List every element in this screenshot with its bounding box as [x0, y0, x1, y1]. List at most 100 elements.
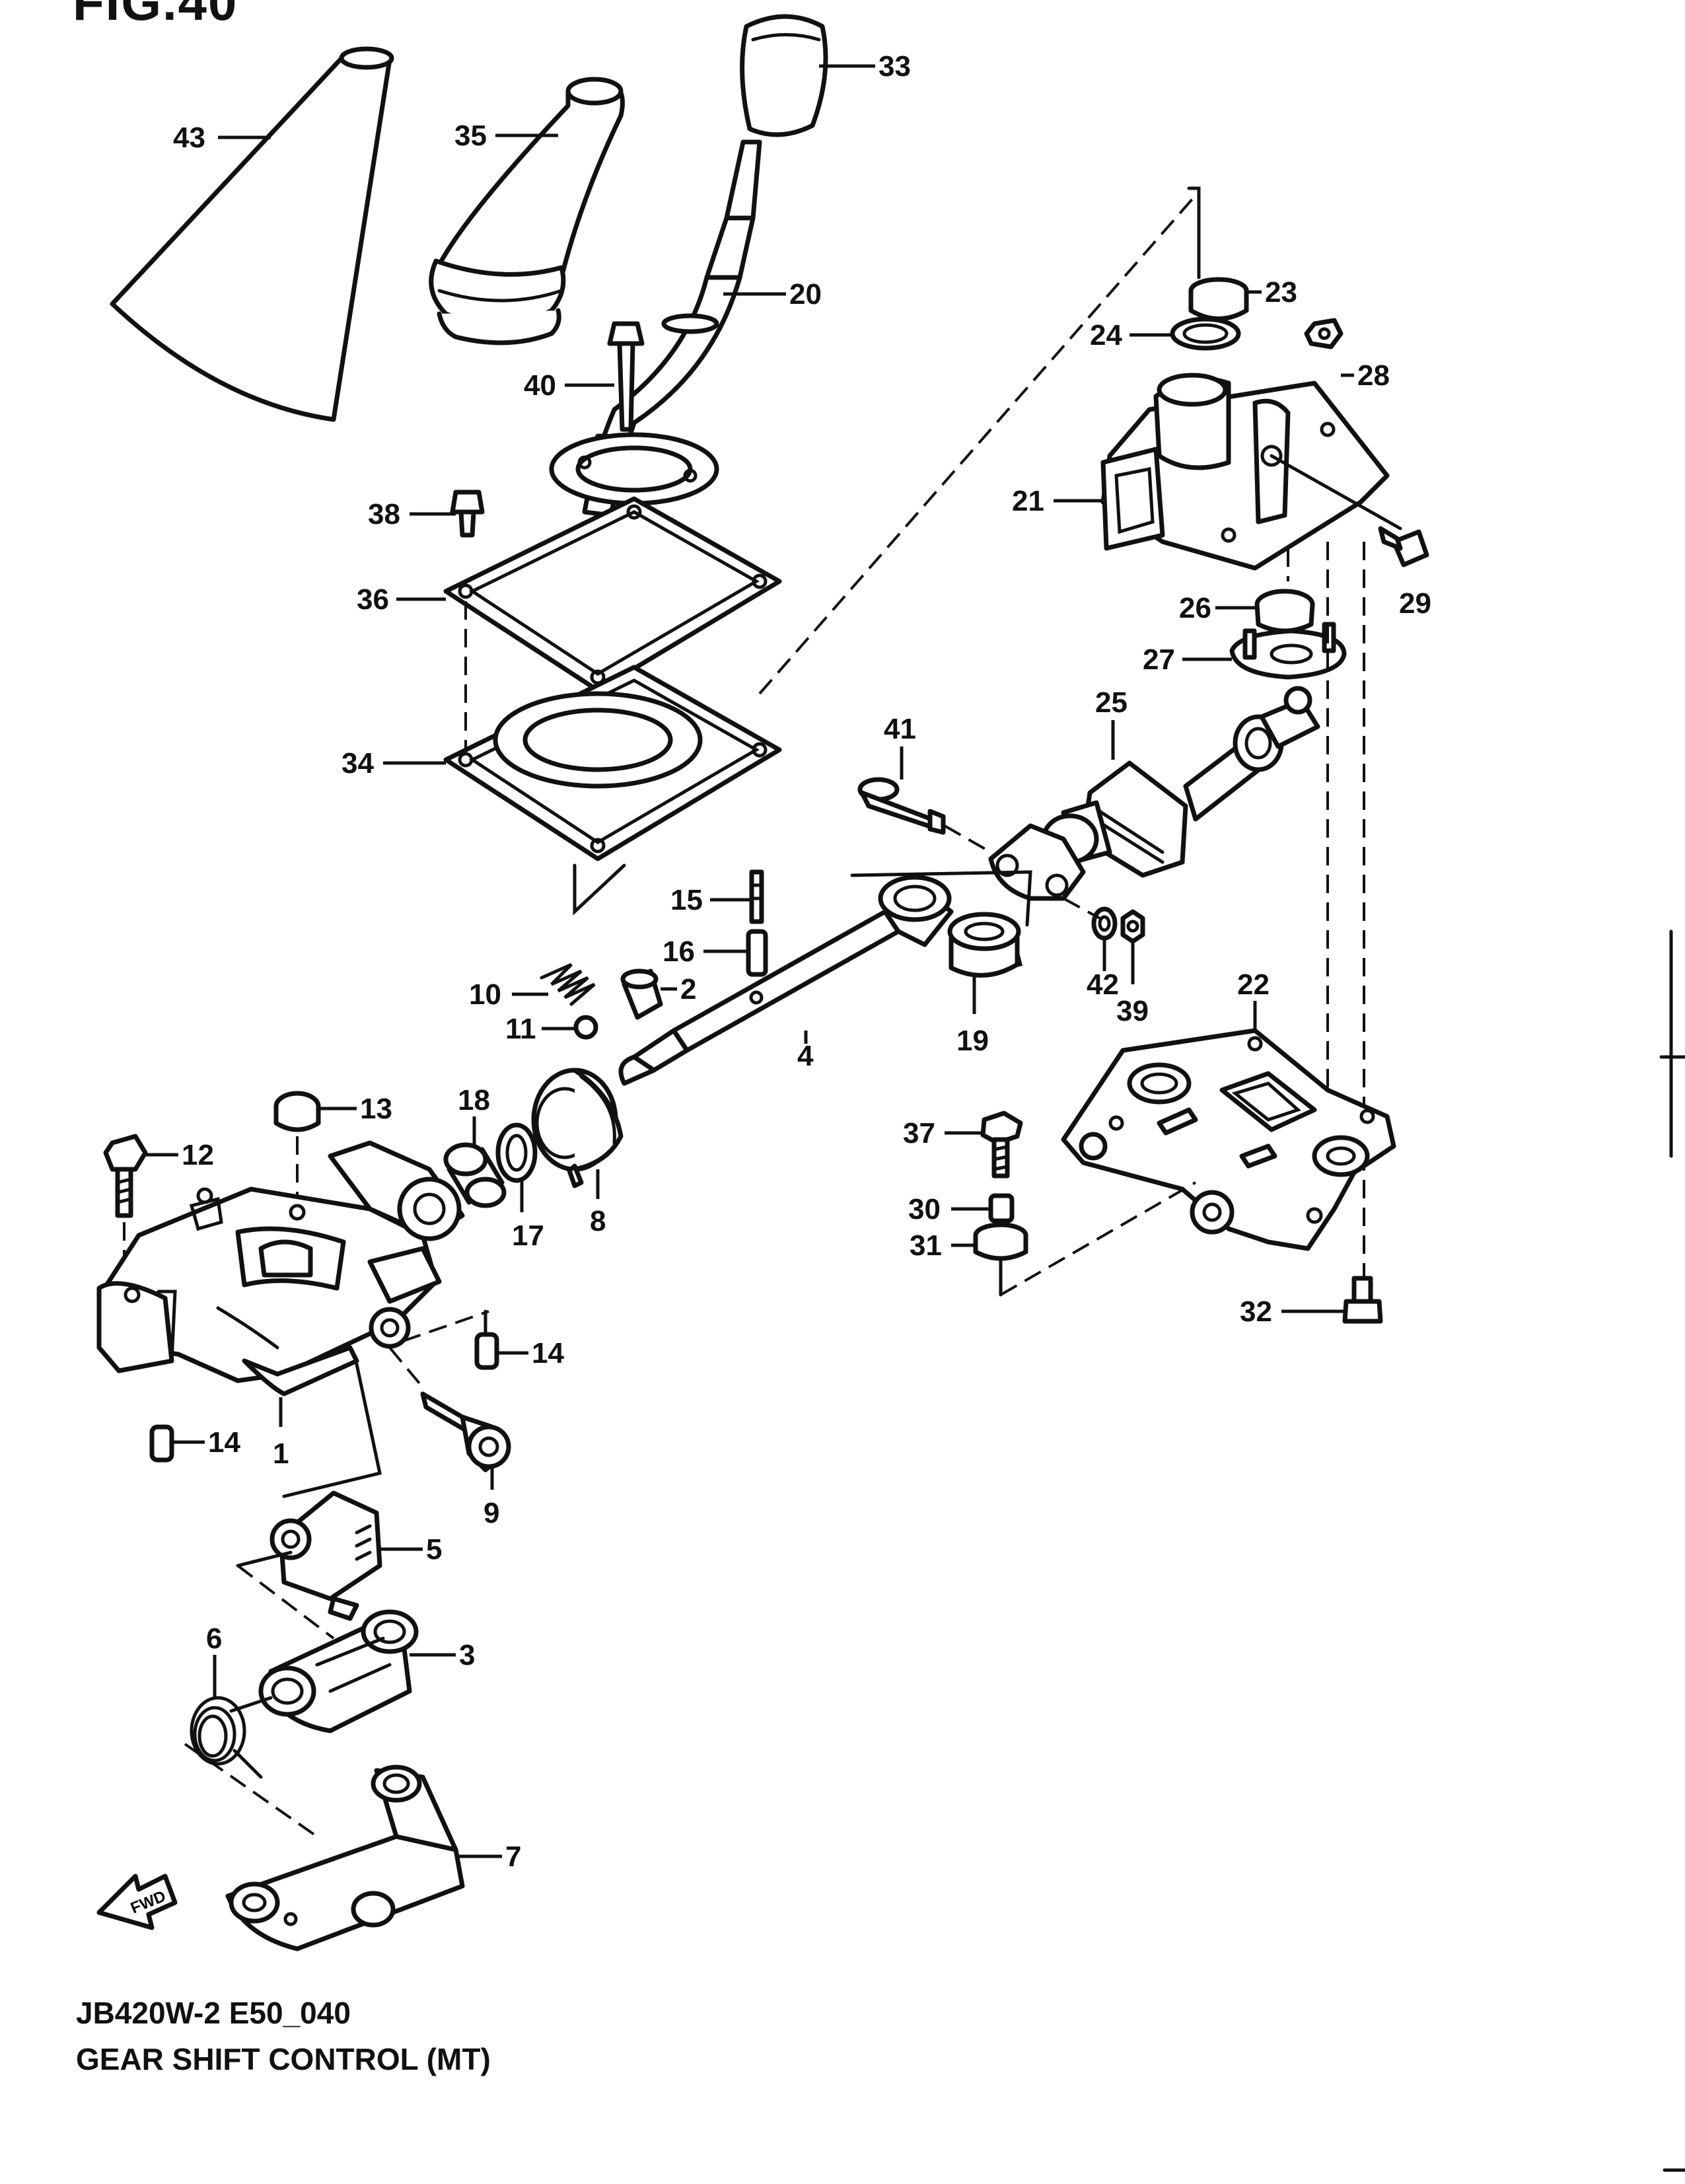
- part-10-spring: [540, 963, 596, 1006]
- part-25-shift-joint: [1041, 686, 1320, 878]
- callout-34: 34: [341, 747, 446, 780]
- callout-26-number: 26: [1179, 592, 1211, 624]
- callout-14-left: 14: [172, 1426, 240, 1459]
- callout-24-number: 24: [1090, 319, 1122, 351]
- part-16-pin: [746, 929, 768, 977]
- part-8-rod-boot: [531, 1068, 624, 1188]
- callout-36-number: 36: [357, 583, 389, 616]
- callout-43: 43: [173, 122, 271, 154]
- part-14-dowel-pin-a: [474, 1332, 499, 1370]
- callout-24: 24: [1090, 319, 1172, 351]
- callout-13-number: 13: [360, 1093, 392, 1125]
- callout-42-number: 42: [1087, 968, 1119, 1001]
- drawing-code: JB420W-2 E50_040: [76, 1996, 351, 2030]
- callout-4-number: 4: [797, 1040, 814, 1072]
- callout-31: 31: [910, 1229, 976, 1262]
- part-3-select-lever: [258, 1609, 419, 1733]
- callout-36: 36: [357, 583, 446, 616]
- assembly-mark-5: [236, 1550, 293, 1568]
- callout-29: 29: [1399, 587, 1431, 620]
- part-43-boot-cover: [110, 46, 394, 422]
- callout-3: 3: [410, 1639, 475, 1671]
- callout-39: 39: [1116, 941, 1149, 1027]
- callout-8-number: 8: [590, 1205, 606, 1237]
- callout-38: 38: [368, 498, 456, 530]
- assembly-line-42: [1063, 897, 1100, 920]
- callout-5: 5: [380, 1533, 442, 1566]
- part-32-bolt: [1342, 1276, 1383, 1324]
- callout-22-number: 22: [1237, 968, 1270, 1001]
- callout-10-number: 10: [469, 978, 501, 1011]
- callout-14a-number: 14: [532, 1337, 564, 1369]
- callout-32: 32: [1240, 1295, 1345, 1328]
- callout-42: 42: [1087, 938, 1119, 1001]
- callout-30-number: 30: [908, 1193, 941, 1225]
- part-29-bolt: [1378, 526, 1429, 567]
- part-24-seal-ring: [1170, 316, 1241, 351]
- callout-18-number: 18: [458, 1084, 490, 1116]
- part-26-bush: [1254, 589, 1315, 634]
- callout-29-number: 29: [1399, 587, 1431, 620]
- callout-34-number: 34: [341, 747, 374, 780]
- part-6-torsion-spring: [190, 1696, 273, 1779]
- part-14-dowel-pin-b: [149, 1424, 174, 1463]
- part-39-nut: [1120, 909, 1145, 944]
- callout-9: 9: [484, 1467, 499, 1529]
- callout-3-number: 3: [459, 1639, 475, 1671]
- callout-7-number: 7: [505, 1840, 521, 1873]
- callout-41-number: 41: [884, 713, 916, 745]
- part-9-pivot-bolt: [420, 1391, 511, 1473]
- part-40-bolt: [607, 321, 645, 432]
- callout-35: 35: [454, 120, 558, 152]
- callout-31-number: 31: [910, 1229, 942, 1262]
- bracket-mark-34: [573, 863, 626, 916]
- part-19-rod-bush: [947, 912, 1021, 978]
- part-35-inner-boot: [429, 77, 625, 346]
- part-37-bolt: [980, 1110, 1023, 1179]
- callout-27: 27: [1143, 643, 1232, 676]
- figure-title: FIG.40: [73, 0, 238, 31]
- callout-40: 40: [524, 369, 614, 402]
- callout-11-number: 11: [505, 1013, 536, 1045]
- part-17-circlip: [495, 1122, 538, 1183]
- callout-8: 8: [590, 1169, 606, 1237]
- part-11-ball: [573, 1015, 598, 1040]
- part-22-base-plate: [1061, 1028, 1396, 1251]
- callout-18: 18: [458, 1084, 490, 1146]
- callout-28-number: 28: [1357, 359, 1390, 392]
- callout-38-number: 38: [368, 498, 400, 530]
- callout-21-number: 21: [1012, 485, 1044, 517]
- page-edge-mark: [1659, 929, 1685, 1158]
- part-34-lower-boot-plate: [443, 665, 782, 861]
- callout-21: 21: [1012, 485, 1103, 517]
- part-12-bolt: [103, 1134, 148, 1218]
- callout-4: 4: [797, 1031, 814, 1072]
- yoke-bracket: [988, 823, 1086, 901]
- callout-14b-number: 14: [208, 1426, 240, 1459]
- callout-25: 25: [1095, 686, 1128, 760]
- part-42-washer: [1091, 906, 1118, 941]
- callout-41: 41: [884, 713, 916, 780]
- part-36-cover-plate: [443, 496, 782, 693]
- bracket-mark-14: [157, 1290, 177, 1363]
- part-1-shift-case: [96, 1140, 465, 1397]
- callout-2-number: 2: [680, 973, 696, 1005]
- callout-17: 17: [512, 1181, 544, 1252]
- callout-19-number: 19: [956, 1025, 989, 1057]
- part-13-plug: [273, 1091, 321, 1132]
- callout-37-number: 37: [903, 1117, 935, 1149]
- assembly-line-14b: [402, 1310, 489, 1342]
- callout-11: 11: [505, 1013, 576, 1045]
- part-38-bolt: [450, 490, 485, 538]
- callout-20-number: 20: [789, 278, 822, 310]
- part-30-collar: [988, 1193, 1015, 1223]
- part-27-retainer-plate: [1229, 622, 1347, 680]
- callout-1: 1: [273, 1397, 289, 1470]
- callout-13: 13: [318, 1093, 392, 1125]
- bracket-mark-5: [282, 1362, 382, 1498]
- callout-37: 37: [903, 1117, 984, 1149]
- callout-25-number: 25: [1095, 686, 1128, 719]
- axis-line-29: [1270, 454, 1402, 530]
